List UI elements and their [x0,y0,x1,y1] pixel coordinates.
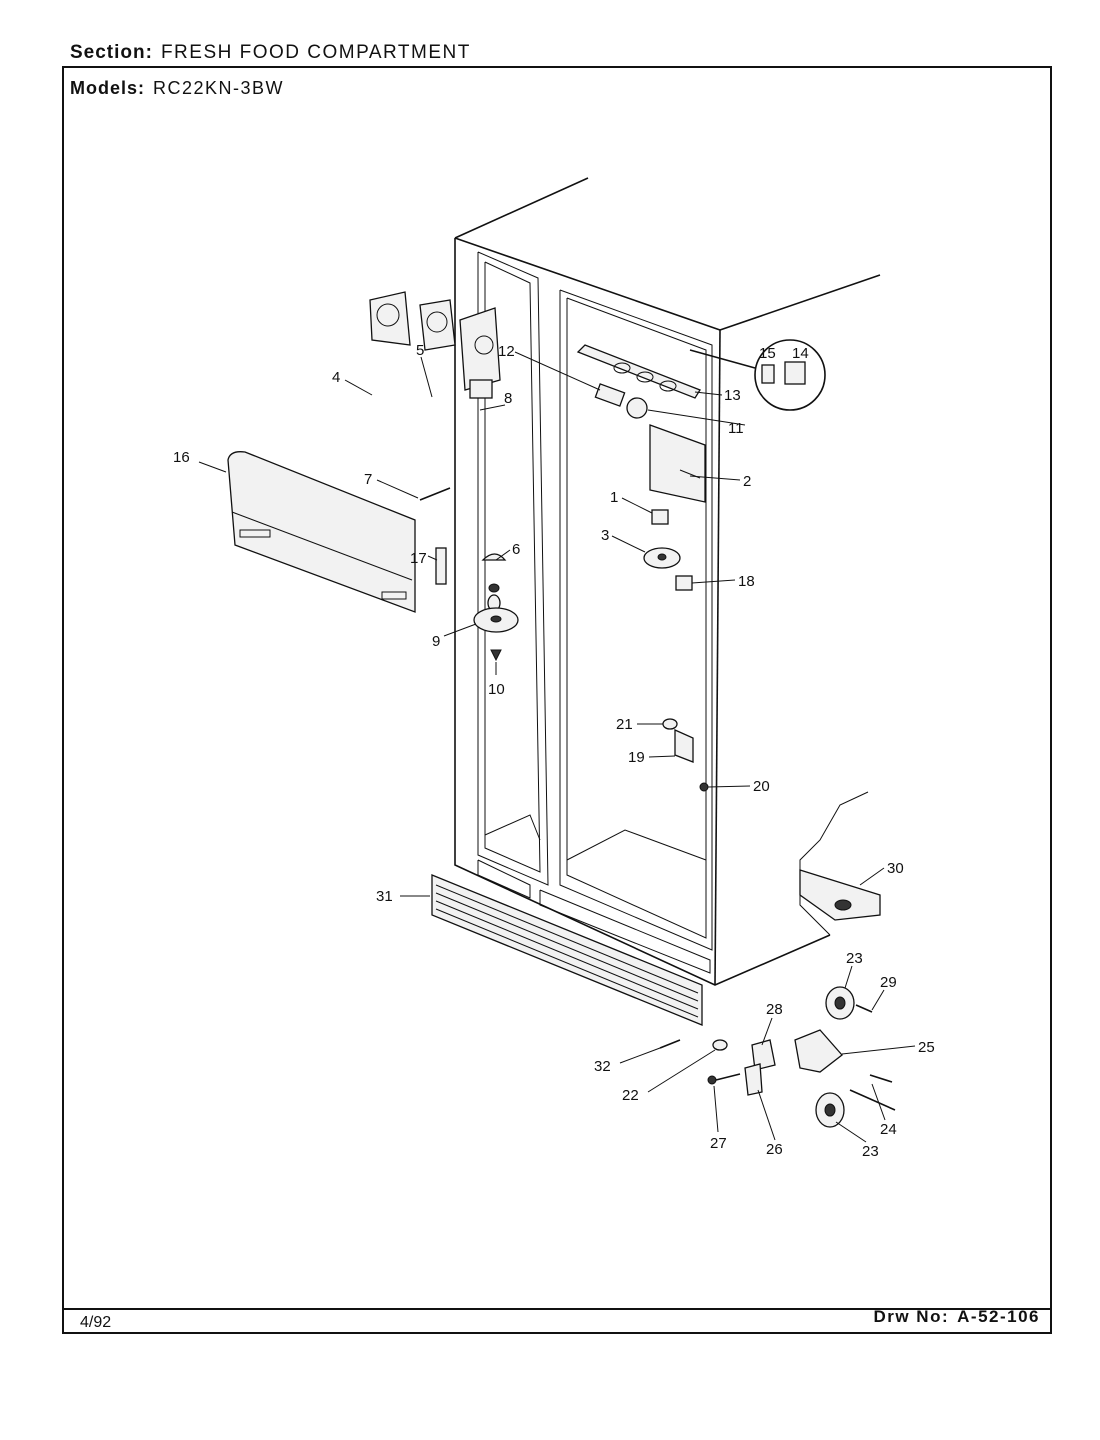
part-11-bulb [626,397,648,419]
callout-20: 20 [753,778,770,795]
section-label: Section: [70,42,153,63]
drawing-number-value: A-52-106 [957,1307,1040,1326]
callout-14: 14 [792,345,809,362]
part-10-screw [490,649,502,662]
drawing-frame [62,66,1052,1334]
callout-23-top: 23 [846,950,863,967]
part-4-housing [369,291,411,346]
part-12-socket [594,383,626,407]
part-17-clip [435,547,447,585]
callout-8: 8 [504,390,512,407]
section-title: Section: FRESH FOOD COMPARTMENT [70,42,471,64]
drawing-number: Drw No: A-52-106 [873,1307,1040,1327]
callout-16: 16 [173,449,190,466]
part-16-cover [227,451,416,613]
part-8-control [459,307,501,399]
part-24-pins [849,1074,896,1111]
callout-22: 22 [622,1087,639,1104]
cabinet [454,177,881,986]
callout-10: 10 [488,681,505,698]
models-label: Models: [70,78,146,98]
callout-21: 21 [616,716,633,733]
drawing-number-label: Drw No: [873,1307,950,1326]
callout-9: 9 [432,633,440,650]
callout-25: 25 [918,1039,935,1056]
part-23-roller-top [825,986,855,1020]
models-value: RC22KN-3BW [153,78,285,98]
callout-3: 3 [601,527,609,544]
callout-24: 24 [880,1121,897,1138]
part-6-shaft [481,553,507,612]
part-7-rod [419,487,451,501]
callout-12: 12 [498,343,515,360]
part-9-knob [473,607,519,633]
callout-26: 26 [766,1141,783,1158]
callout-23-bottom: 23 [862,1143,879,1160]
callout-7: 7 [364,471,372,488]
callout-5: 5 [416,342,424,359]
part-18-clip [675,575,693,591]
callout-11: 11 [728,420,744,437]
section-value: FRESH FOOD COMPARTMENT [160,42,471,63]
drawing-date: 4/92 [80,1314,112,1331]
part-29-pin [855,1004,873,1013]
callout-18: 18 [738,573,755,590]
leader-lines [198,351,916,1143]
callout-13: 13 [724,387,741,404]
part-28-hinge [751,1039,776,1071]
models-line: Models: RC22KN-3BW [70,78,284,99]
callout-2: 2 [743,473,751,490]
callout-30: 30 [887,860,904,877]
part-25-bracket [794,1029,843,1073]
callout-27: 27 [710,1135,727,1152]
part-1-switch [651,509,669,525]
callout-6: 6 [512,541,520,558]
callout-labels: 16 4 5 8 7 17 6 9 10 12 13 11 2 1 3 18 2… [173,342,935,1160]
callout-19: 19 [628,749,645,766]
part-14-15-detail [689,339,826,411]
part-21-stop [662,718,678,730]
footer-rule [62,1308,1052,1310]
part-31-grille [431,874,703,1026]
part-22-clip [712,1039,728,1051]
part-20-screw [699,782,709,792]
part-13-light-bracket [576,344,701,399]
part-27-screw [707,1073,741,1085]
callout-28: 28 [766,1001,783,1018]
callout-17: 17 [410,550,427,567]
part-19-bracket [674,728,694,763]
part-23-roller-bottom [815,1092,845,1128]
part-3-knob [643,547,681,569]
part-5-thermostat [419,299,456,351]
callout-29: 29 [880,974,897,991]
callout-31: 31 [376,888,393,905]
part-26-hinge [744,1063,763,1096]
callout-15: 15 [759,345,776,362]
callout-32: 32 [594,1058,611,1075]
callout-4: 4 [332,369,340,386]
callout-1: 1 [610,489,618,506]
part-32-screw [659,1039,681,1049]
part-2-light-shield [649,424,706,503]
part-30-bracket [799,791,881,936]
